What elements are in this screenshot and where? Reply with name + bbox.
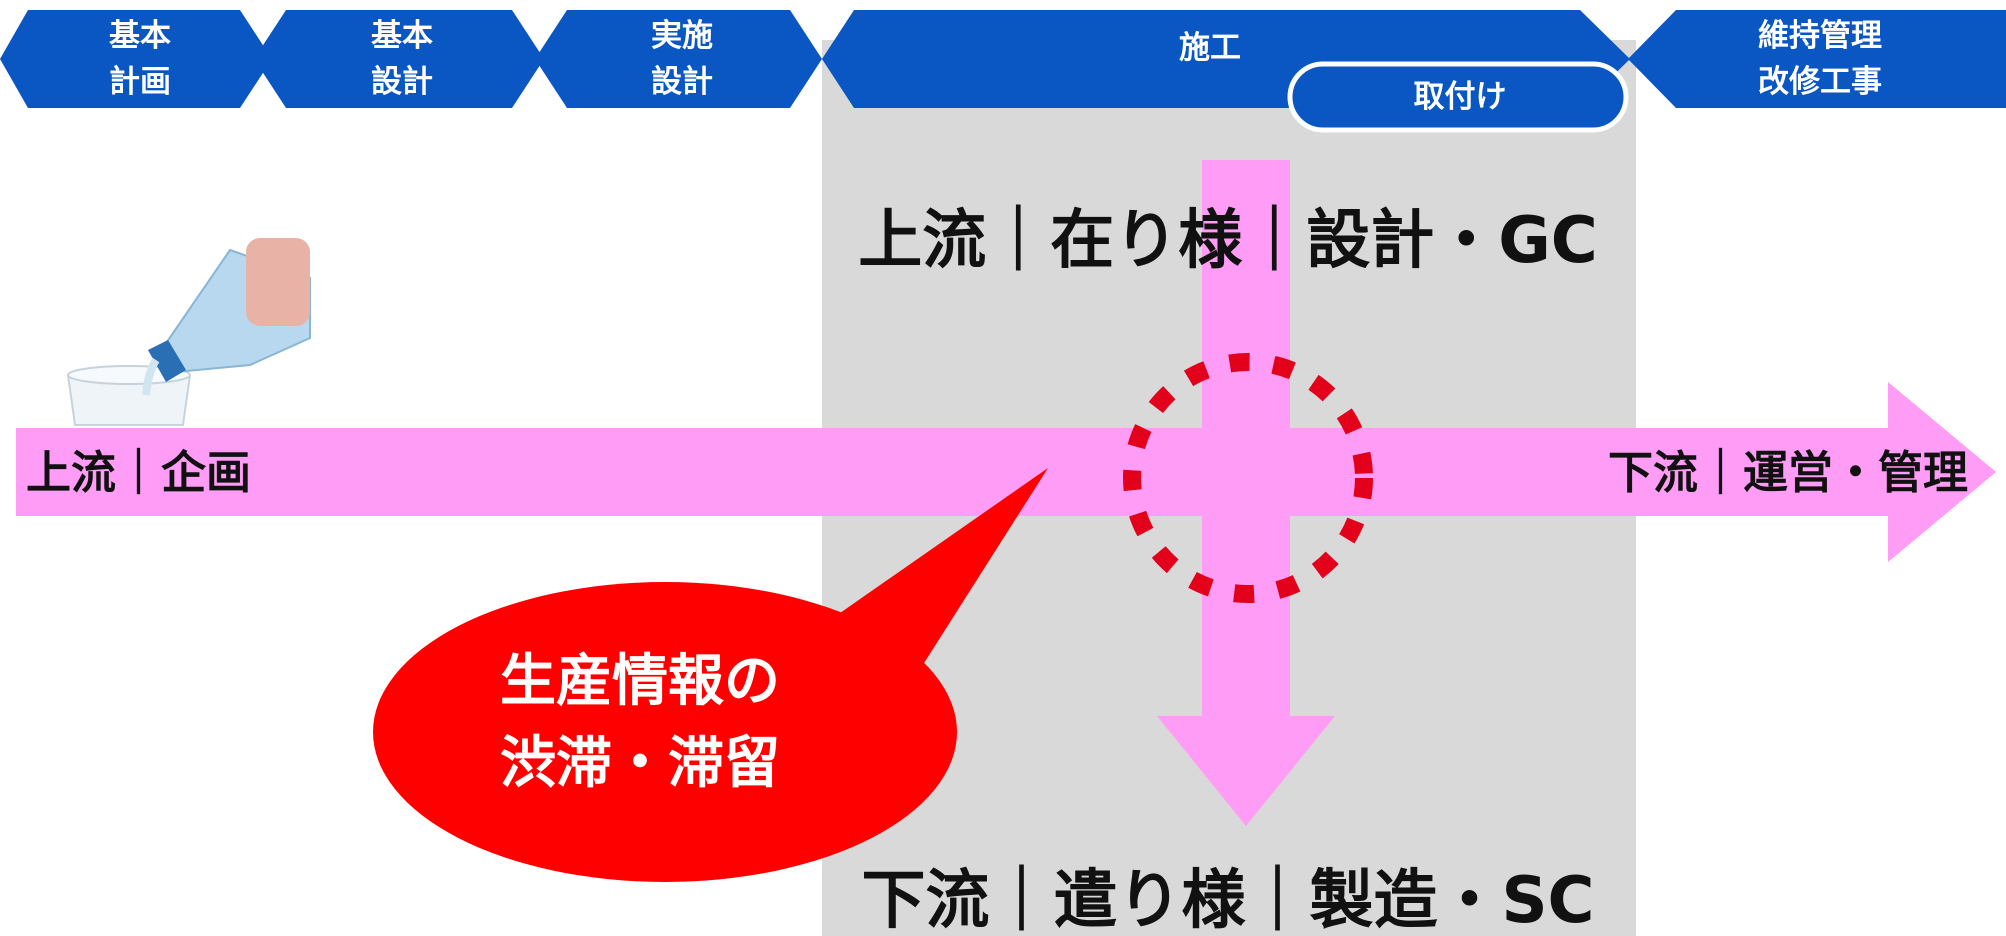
speech-bubble-line-2: 渋滞・滞留 [500, 731, 780, 796]
phase-label-maintenance-1: 維持管理 [1758, 18, 1882, 54]
phase-label-basic-design-1: 基本 [371, 18, 433, 54]
horizontal-right-label: 下流｜運営・管理 [1608, 446, 1968, 499]
vertical-flow-arrow [1157, 160, 1335, 826]
phase-chevron-basic-design [254, 10, 544, 108]
glass-rim [67, 365, 191, 385]
vertical-bottom-label: 下流｜遣り様｜製造・SC [861, 864, 1594, 936]
phase-chevron-detail-design [535, 10, 822, 108]
congestion-circle [1123, 353, 1373, 603]
sub-phase-label: 取付け [1414, 79, 1507, 115]
sub-phase-pill [1287, 61, 1629, 133]
bottle-neck-icon [148, 340, 186, 382]
horizontal-left-label: 上流｜企画 [26, 446, 251, 499]
hand-icon [246, 238, 310, 326]
phase-label-basic-design-2: 設計 [371, 64, 433, 100]
phase-label-construction: 施工 [1179, 30, 1241, 66]
vertical-top-label: 上流｜在り様｜設計・GC [858, 204, 1598, 278]
phase-bar: 基本 計画 基本 設計 実施 設計 施工 維持管理 改修工事 [0, 10, 2006, 108]
horizontal-flow-arrow [16, 382, 1996, 562]
water-pouring-image [66, 238, 311, 426]
water-stream-icon [142, 357, 160, 396]
phase-label-basic-planning-1: 基本 [109, 18, 171, 54]
phase-label-maintenance-2: 改修工事 [1758, 64, 1882, 100]
phase-label-detail-design-2: 設計 [651, 64, 713, 100]
speech-bubble: 生産情報の 渋滞・滞留 [373, 468, 1048, 882]
phase-chevron-basic-planning [0, 10, 272, 108]
speech-bubble-body [373, 582, 957, 882]
phase-label-detail-design-1: 実施 [651, 18, 713, 54]
phase-chevron-maintenance [1628, 10, 2006, 108]
speech-bubble-line-1: 生産情報の [500, 649, 780, 714]
phase-label-basic-planning-2: 計画 [109, 64, 171, 100]
